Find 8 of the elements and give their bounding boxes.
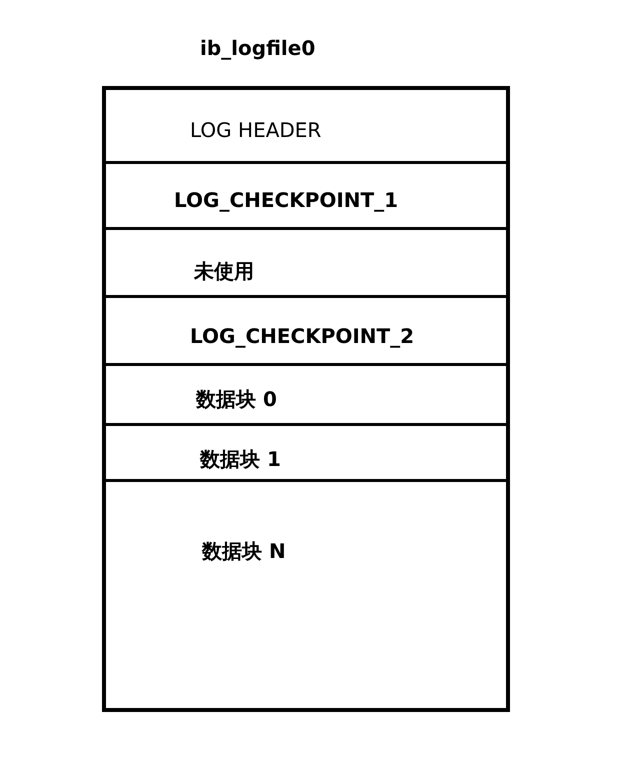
section-label: 数据块 0 xyxy=(196,386,277,413)
section-label: LOG HEADER xyxy=(190,118,322,142)
section-label: LOG_CHECKPOINT_2 xyxy=(190,324,414,348)
section-label: 未使用 xyxy=(194,258,254,285)
section-label: LOG_CHECKPOINT_1 xyxy=(174,188,398,212)
section-label: 数据块 N xyxy=(202,538,286,565)
section-label: 数据块 1 xyxy=(200,446,281,473)
file-title: ib_logfile0 xyxy=(200,36,316,60)
